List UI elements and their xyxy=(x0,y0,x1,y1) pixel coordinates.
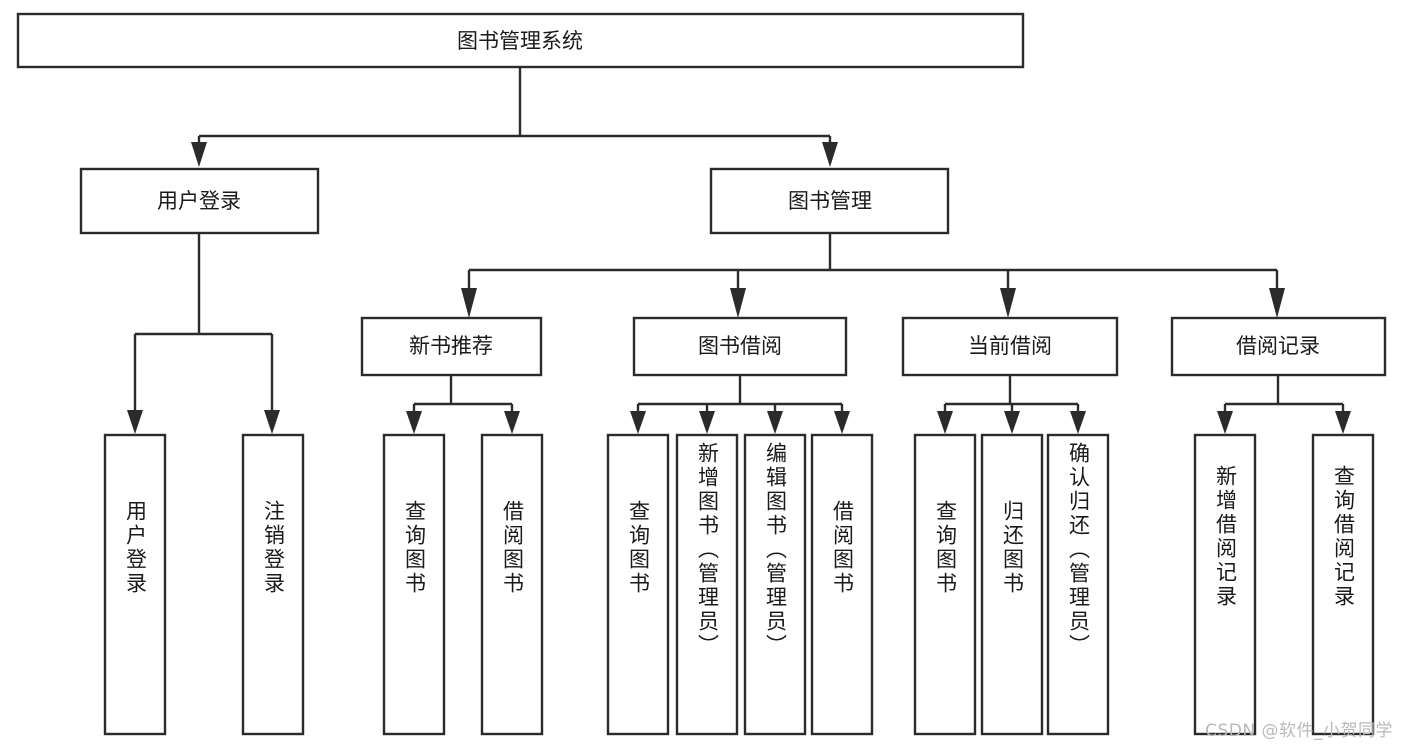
node-root-label: 图书管理系统 xyxy=(457,29,583,53)
connector-newbook-to-leaves xyxy=(406,375,520,434)
leaf-box-currentborrow-return[interactable] xyxy=(980,433,1044,736)
leaf-box-bookborrow-add[interactable] xyxy=(675,433,739,736)
node-user-login-label: 用户登录 xyxy=(157,189,241,213)
node-user-login[interactable]: 用户登录 xyxy=(79,167,320,235)
connector-root-to-level2 xyxy=(191,67,838,167)
node-book-management-label: 图书管理 xyxy=(788,189,872,213)
leaf-box-user-login-logout[interactable] xyxy=(241,433,305,736)
connector-userlogin-to-leaves xyxy=(127,233,280,434)
node-current-borrow[interactable]: 当前借阅 xyxy=(901,316,1119,377)
leaf-box-borrowrecord-add[interactable] xyxy=(1193,433,1257,736)
node-book-borrow-label: 图书借阅 xyxy=(698,334,782,358)
node-new-book-recommend[interactable]: 新书推荐 xyxy=(360,316,543,377)
connector-bookmgmt-to-level3 xyxy=(461,233,1285,318)
connector-currentborrow-to-leaves xyxy=(937,375,1086,434)
node-current-borrow-label: 当前借阅 xyxy=(968,334,1052,358)
leaf-box-newbook-query[interactable] xyxy=(382,433,446,736)
leaf-box-bookborrow-query[interactable] xyxy=(606,433,670,736)
leaf-box-newbook-borrow[interactable] xyxy=(480,433,544,736)
node-book-management[interactable]: 图书管理 xyxy=(709,167,950,235)
leaf-box-bookborrow-edit[interactable] xyxy=(743,433,807,736)
node-root[interactable]: 图书管理系统 xyxy=(16,12,1025,69)
node-book-borrow[interactable]: 图书借阅 xyxy=(632,316,848,377)
node-new-book-recommend-label: 新书推荐 xyxy=(409,334,493,358)
node-borrow-record-label: 借阅记录 xyxy=(1236,334,1320,358)
leaf-box-bookborrow-borrow[interactable] xyxy=(810,433,874,736)
node-borrow-record[interactable]: 借阅记录 xyxy=(1170,316,1387,377)
leaf-box-user-login-login[interactable] xyxy=(103,433,167,736)
connector-borrowrecord-to-leaves xyxy=(1217,375,1351,434)
leaf-box-borrowrecord-query[interactable] xyxy=(1311,433,1375,736)
leaf-box-currentborrow-confirm[interactable] xyxy=(1046,433,1110,736)
leaf-box-currentborrow-query[interactable] xyxy=(913,433,977,736)
connector-bookborrow-to-leaves xyxy=(630,375,850,434)
